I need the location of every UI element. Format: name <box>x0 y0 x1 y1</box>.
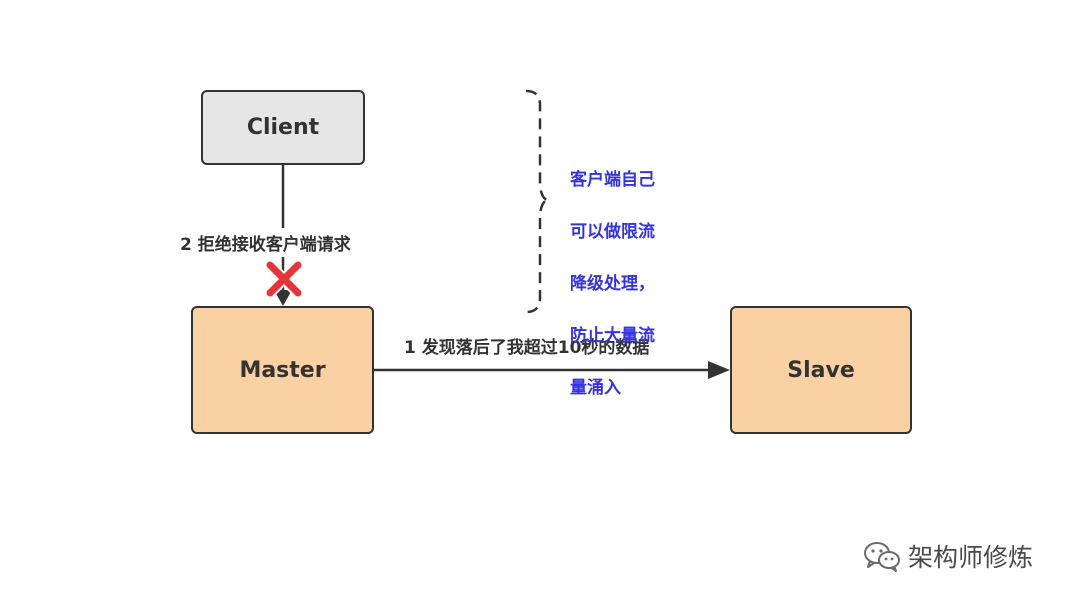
note-line: 降级处理， <box>570 274 655 294</box>
slave-node-label: Slave <box>787 357 855 383</box>
reject-cross-icon <box>264 259 304 299</box>
slave-node: Slave <box>730 306 912 434</box>
reject-edge-label: 2 拒绝接收客户端请求 <box>180 228 351 257</box>
watermark-text: 架构师修炼 <box>908 543 1034 572</box>
wechat-icon <box>864 542 900 572</box>
note-line: 可以做限流 <box>570 222 655 242</box>
rate-limit-note: 客户端自己 可以做限流 降级处理， 防止大量流 量涌入 <box>570 141 690 427</box>
lag-edge-label: 1 发现落后了我超过10秒的数据 <box>404 333 650 358</box>
master-node: Master <box>191 306 374 434</box>
client-node: Client <box>201 90 365 165</box>
master-node-label: Master <box>239 357 326 383</box>
client-node-label: Client <box>246 115 320 140</box>
note-line: 防止大量流 <box>570 326 655 346</box>
watermark: 架构师修炼 <box>862 536 1033 576</box>
note-line: 量涌入 <box>570 378 621 398</box>
master-slave-arrowhead <box>708 361 730 379</box>
note-line: 客户端自己 <box>570 170 655 190</box>
note-brace <box>525 89 550 314</box>
client-master-arrowhead <box>274 290 292 306</box>
